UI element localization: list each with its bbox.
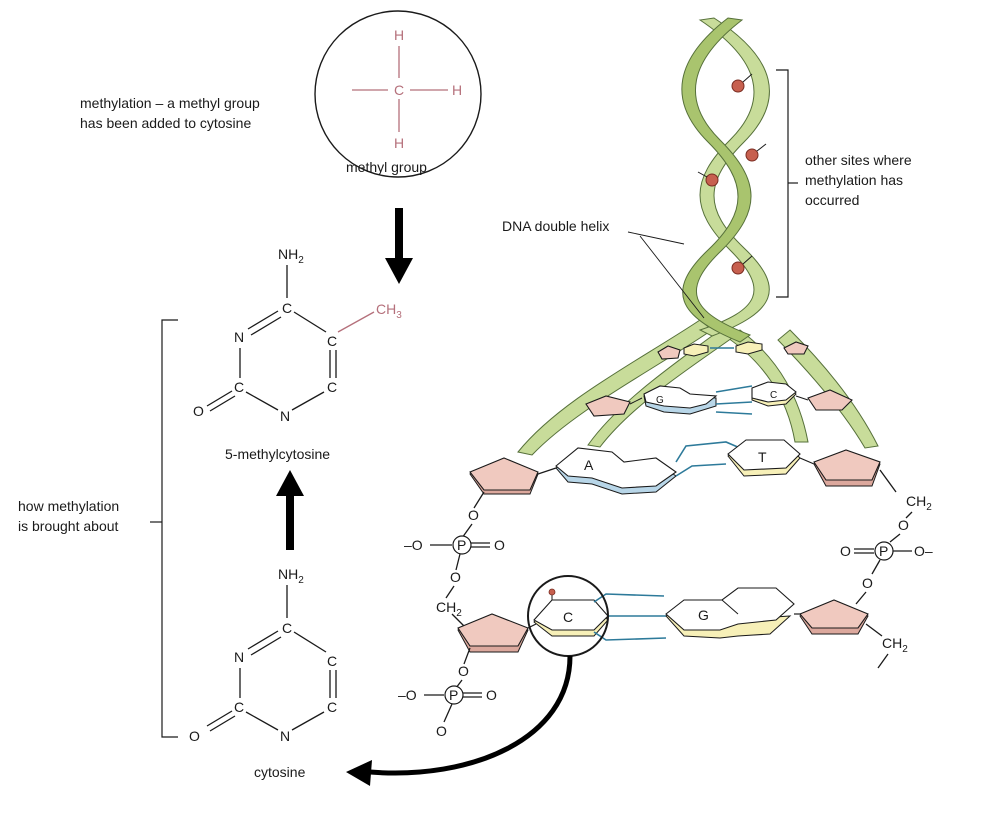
methylation-note-line2: has been added to cytosine <box>80 115 251 131</box>
c6-top: C <box>327 379 337 395</box>
far-base-pair <box>657 341 809 360</box>
svg-text:O: O <box>450 569 461 585</box>
c2-bottom: C <box>234 699 244 715</box>
n1-top: N <box>280 408 290 424</box>
dna-label-leader1 <box>627 231 685 245</box>
phosphate-left2: P <box>449 687 458 703</box>
dna-label-leader2 <box>639 235 705 319</box>
how-line1: how methylation <box>18 498 119 514</box>
curved-arrow-head <box>346 760 372 786</box>
n3-bottom: N <box>234 649 244 665</box>
ch2-right-bottom: CH2 <box>882 635 908 655</box>
base-c-bottom: C <box>563 609 573 625</box>
svg-text:O: O <box>494 537 505 553</box>
other-sites-line2: methylation has <box>805 172 903 188</box>
at-base-pair: A T <box>469 439 881 495</box>
methyl-h-right: H <box>452 82 462 98</box>
cytosine-structure: NH2 C N C C C O N cytosine <box>189 566 337 780</box>
base-a: A <box>584 457 594 473</box>
up-arrow <box>276 470 304 550</box>
base-c-middle: C <box>770 390 777 401</box>
curved-arrow <box>369 655 573 776</box>
c2-top: C <box>234 379 244 395</box>
other-sites-line3: occurred <box>805 192 859 208</box>
c4-bottom: C <box>282 620 292 636</box>
c5-top: C <box>327 333 337 349</box>
methylation-note-line1: methylation – a methyl group <box>80 95 260 111</box>
ch2-right-top: CH2 <box>906 493 932 513</box>
nh2-top: NH2 <box>278 246 304 266</box>
cytosine-label: cytosine <box>254 764 306 780</box>
svg-text:O: O <box>468 507 479 523</box>
phosphate-right: P <box>879 543 888 559</box>
down-arrow <box>385 208 413 284</box>
dna-double-helix-label: DNA double helix <box>502 218 609 234</box>
ch2-left: CH2 <box>436 599 462 619</box>
methyl-h-top: H <box>394 27 404 43</box>
o-minus-left1: –O <box>404 537 423 553</box>
how-line2: is brought about <box>18 518 119 534</box>
5-methylcytosine-structure: NH2 C N C CH3 C C O N 5-methylcytosine <box>193 246 402 462</box>
other-sites-line1: other sites where <box>805 152 912 168</box>
n3-top: N <box>234 329 244 345</box>
gc-base-pair-middle: G C <box>585 381 853 417</box>
methyl-group-circle: H C H H methyl group <box>314 10 482 178</box>
c5-bottom: C <box>327 653 337 669</box>
methylation-site-dots <box>697 73 767 275</box>
svg-text:O: O <box>898 517 909 533</box>
cg-base-pair-bottom: C G <box>527 587 869 641</box>
svg-text:O: O <box>862 575 873 591</box>
o-minus-left2: –O <box>398 687 417 703</box>
left-bracket <box>150 319 178 738</box>
phosphate-left1: P <box>457 537 466 553</box>
right-bracket <box>776 69 798 298</box>
5-methylcytosine-label: 5-methylcytosine <box>225 446 330 462</box>
o-bottom: O <box>189 728 200 744</box>
methyl-group-label: methyl group <box>346 159 427 175</box>
methyl-h-bottom: H <box>394 135 404 151</box>
methyl-c: C <box>394 82 404 98</box>
base-g-bottom: G <box>698 607 709 623</box>
c6-bottom: C <box>327 699 337 715</box>
n1-bottom: N <box>280 728 290 744</box>
svg-text:O: O <box>840 543 851 559</box>
ch3-label: CH3 <box>376 301 402 321</box>
svg-text:O: O <box>458 663 469 679</box>
c4-top: C <box>282 300 292 316</box>
base-t: T <box>758 449 767 465</box>
backbone-left: O –O P O O CH2 O –O P O <box>398 491 529 739</box>
o-top: O <box>193 403 204 419</box>
base-g-middle: G <box>656 395 664 406</box>
o-minus-right: O– <box>914 543 933 559</box>
svg-text:O: O <box>486 687 497 703</box>
svg-text:O: O <box>436 723 447 739</box>
backbone-right: CH2 O O P O– O CH2 <box>840 469 933 669</box>
dna-double-helix: G C A T <box>398 17 933 739</box>
nh2-bottom: NH2 <box>278 566 304 586</box>
